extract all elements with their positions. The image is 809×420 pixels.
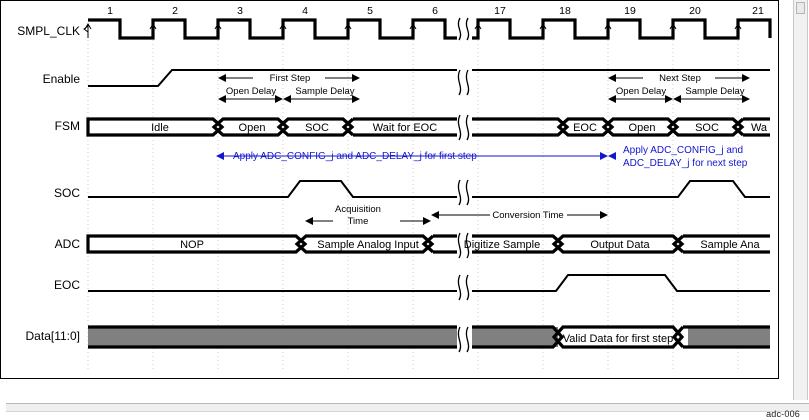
cycle-number: 20 [689, 5, 701, 17]
apply-next-step-line2: ADC_DELAY_j for next step [623, 158, 748, 169]
data-valid-label: Valid Data for first step [563, 333, 673, 345]
signal-label-enable: Enable [43, 72, 81, 86]
data-bus-shaded [472, 327, 558, 347]
cycle-number: 3 [237, 5, 243, 17]
open-delay-label: Open Delay [226, 86, 276, 97]
cycle-number: 18 [559, 5, 571, 17]
cycle-number: 5 [367, 5, 373, 17]
adc-state: Output Data [590, 239, 650, 251]
cycle-numbers: 1 2 3 4 5 6 17 18 19 20 21 [107, 5, 764, 17]
apply-next-step-line1: Apply ADC_CONFIG_j and [623, 145, 743, 156]
figure-id-tag: adc-006 [766, 409, 800, 419]
waveform-adc: NOP Sample Analog Input Digitize Sample … [86, 234, 770, 254]
data-bus-shaded [688, 327, 770, 347]
cycle-number: 1 [107, 5, 113, 17]
cycle-number: 4 [302, 5, 308, 17]
waveform-soc [88, 180, 770, 198]
fsm-state: SOC [305, 122, 329, 134]
fsm-state: Wa [751, 122, 768, 134]
conversion-time-label: Conversion Time [492, 210, 563, 221]
signal-label-adc: ADC [55, 237, 81, 251]
data-bus-shaded [88, 327, 457, 347]
fsm-state: Wait for EOC [373, 122, 437, 134]
first-step-label: First Step [270, 73, 311, 84]
signal-label-data: Data[11:0] [26, 329, 80, 343]
clock-edge-markers [84, 23, 742, 38]
fsm-state: SOC [695, 122, 719, 134]
sample-delay-label: Sample Delay [685, 86, 744, 97]
signal-label-smpl-clk: SMPL_CLK [17, 24, 80, 38]
cycle-number: 2 [172, 5, 178, 17]
adc-state: NOP [180, 239, 204, 251]
acquisition-time-line2: Time [348, 216, 369, 227]
waveform-eoc [88, 274, 770, 292]
cycle-number: 19 [624, 5, 636, 17]
adc-state: Digitize Sample [464, 239, 540, 251]
fsm-state: EOC [573, 122, 597, 134]
waveform-break-marker [457, 17, 470, 353]
adc-state: Sample Ana [700, 239, 760, 251]
waveform-data-bus: Valid Data for first step [88, 325, 770, 349]
signal-label-eoc: EOC [54, 278, 80, 292]
open-delay-label: Open Delay [616, 86, 666, 97]
vertical-scrollbar[interactable] [793, 0, 808, 400]
vertical-scrollbar-thumb[interactable] [796, 2, 805, 14]
sample-delay-label: Sample Delay [295, 86, 354, 97]
waveform-fsm: Idle Open SOC Wait for EOC EOC Open SOC … [86, 117, 770, 137]
horizontal-scrollbar[interactable] [6, 403, 809, 412]
figure-frame [0, 0, 779, 379]
fsm-state: Idle [151, 122, 169, 134]
signal-label-fsm: FSM [55, 119, 80, 133]
annotation-times: Acquisition Time Conversion Time [305, 204, 608, 227]
cycle-number: 21 [752, 5, 764, 17]
acquisition-time-line1: Acquisition [335, 204, 381, 215]
annotation-next-step: Next Step Open Delay Sample Delay [608, 73, 750, 103]
apply-first-step-label: Apply ADC_CONFIG_j and ADC_DELAY_j for f… [233, 151, 477, 162]
cycle-number: 17 [494, 5, 506, 17]
fsm-state: Open [629, 122, 656, 134]
next-step-label: Next Step [659, 73, 701, 84]
waveform-enable [88, 69, 770, 87]
gridlines [87, 40, 739, 372]
fsm-state: Open [239, 122, 266, 134]
annotation-first-step: First Step Open Delay Sample Delay [218, 73, 360, 103]
adc-state: Sample Analog Input [317, 239, 419, 251]
annotation-apply-config: Apply ADC_CONFIG_j and ADC_DELAY_j for f… [216, 145, 748, 169]
waveform-smpl-clk [83, 18, 772, 40]
signal-label-soc: SOC [54, 186, 80, 200]
cycle-number: 6 [432, 5, 438, 17]
